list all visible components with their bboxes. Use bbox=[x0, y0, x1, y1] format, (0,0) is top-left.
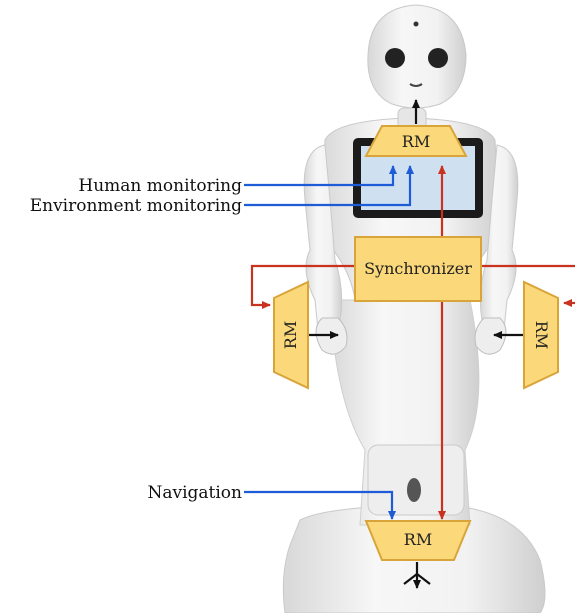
rm-base-shape bbox=[364, 520, 472, 561]
rm-right-arm-shape bbox=[523, 280, 559, 390]
rm-head-label: RM bbox=[402, 132, 430, 151]
robot-right-eye bbox=[428, 48, 448, 68]
rm-base-module: RM bbox=[364, 520, 472, 561]
synchronizer-module: Synchronizer bbox=[354, 236, 482, 302]
rm-head-shape bbox=[364, 125, 468, 157]
robot-mouth bbox=[409, 83, 423, 87]
robot-right-hand bbox=[474, 317, 507, 355]
synchronizer-label: Synchronizer bbox=[364, 259, 472, 278]
robot-left-eye bbox=[385, 48, 405, 68]
navigation-arrow bbox=[244, 490, 396, 520]
human-monitoring-label: Human monitoring bbox=[78, 176, 242, 196]
base-output-branch-right bbox=[416, 573, 431, 585]
robot-forehead-camera bbox=[413, 21, 419, 27]
environment-monitoring-label: Environment monitoring bbox=[30, 196, 242, 216]
rm-left-arm-label: RM bbox=[281, 321, 300, 349]
robot-head bbox=[367, 4, 467, 109]
rm-right-arm-module: RM bbox=[523, 280, 559, 390]
rm-right-arm-label: RM bbox=[532, 321, 551, 349]
rm-head-module: RM bbox=[364, 125, 468, 157]
sync-to-left-arm-arrow bbox=[250, 264, 355, 309]
human-monitoring-arrow bbox=[244, 165, 397, 187]
base-output-branch-left bbox=[403, 573, 418, 585]
connections bbox=[244, 99, 575, 589]
rm-left-arm-module: RM bbox=[273, 280, 309, 390]
rm-base-label: RM bbox=[404, 530, 432, 549]
synchronizer-box bbox=[354, 236, 482, 302]
rm-left-arm-shape bbox=[273, 280, 309, 390]
environment-monitoring-arrow bbox=[244, 165, 414, 207]
robot-hip-sensor bbox=[407, 478, 421, 502]
navigation-label: Navigation bbox=[147, 483, 242, 503]
